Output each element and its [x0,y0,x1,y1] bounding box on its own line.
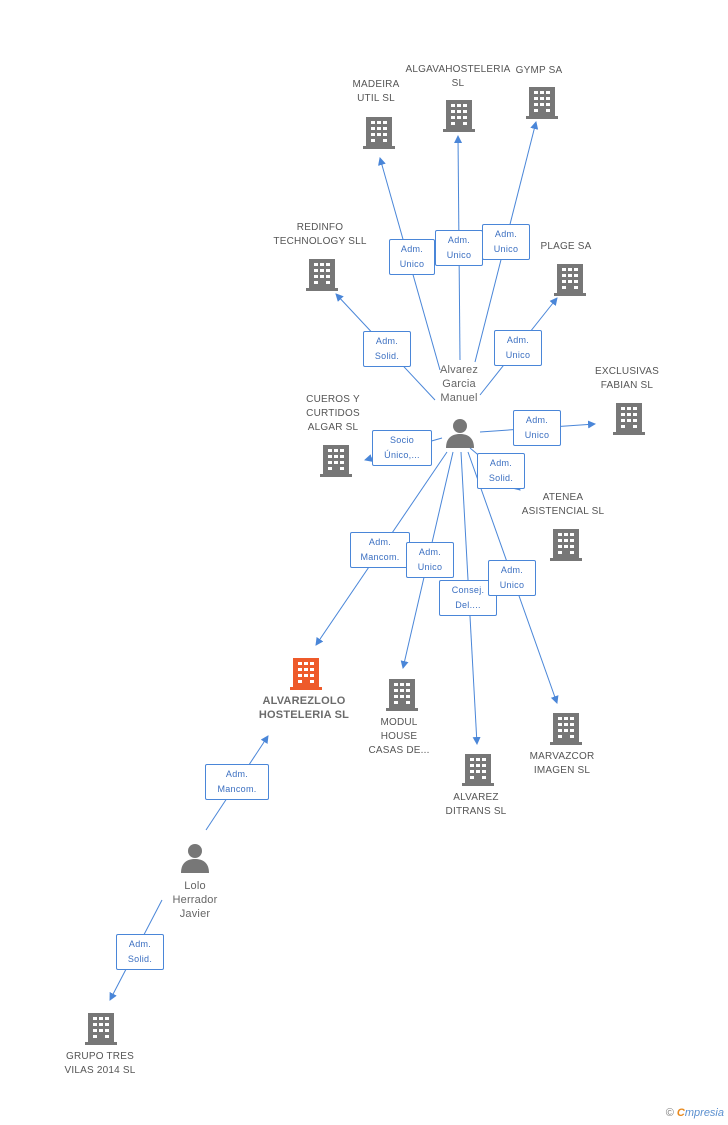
person-icon[interactable] [445,418,475,448]
building-icon[interactable] [462,752,494,786]
copyright-symbol: © [665,1107,674,1119]
company-label-plage[interactable]: PLAGE SA [540,241,592,252]
relation-label-modul[interactable]: Adm. Unico [406,542,454,578]
person-label-alvarez[interactable]: Alvarez Garcia Manuel [439,364,479,404]
relation-label-redinfo[interactable]: Adm. Solid. [363,331,411,367]
building-icon-focus[interactable] [290,656,322,690]
relation-label-plage[interactable]: Adm. Unico [494,330,542,366]
person-label-lolo[interactable]: Lolo Herrador Javier [172,880,218,920]
relation-label-ditrans[interactable]: Consej. Del.... [439,580,497,616]
building-icon[interactable] [550,527,582,561]
relation-label-grupotres[interactable]: Adm. Solid. [116,934,164,970]
company-label-ditrans[interactable]: ALVAREZ DITRANS SL [445,792,507,817]
relation-label-algava[interactable]: Adm. Unico [435,230,483,266]
company-label-gymp[interactable]: GYMP SA [515,65,563,76]
relation-label-exclusivas[interactable]: Adm. Unico [513,410,561,446]
brand-logo-text: mpresia [684,1107,724,1119]
company-label-exclusivas[interactable]: EXCLUSIVAS FABIAN SL [594,366,660,391]
building-icon[interactable] [550,711,582,745]
building-icon[interactable] [85,1011,117,1045]
building-icon[interactable] [386,677,418,711]
person-icon[interactable] [180,843,210,873]
building-icon[interactable] [306,257,338,291]
relation-label-alvarezlolo[interactable]: Adm. Mancom. [350,532,410,568]
building-icon[interactable] [526,85,558,119]
relation-label-marvazcor[interactable]: Adm. Unico [488,560,536,596]
relation-label-madeira[interactable]: Adm. Unico [389,239,435,275]
building-icon[interactable] [443,98,475,132]
company-label-modul[interactable]: MODUL HOUSE CASAS DE... [368,717,430,756]
company-label-algava[interactable]: ALGAVAHOSTELERIA SL [405,64,511,89]
company-label-alvarezlolo[interactable]: ALVAREZLOLO HOSTELERIA SL [258,695,350,721]
company-label-redinfo[interactable]: REDINFO TECHNOLOGY SLL [273,222,367,247]
brand-watermark: © Cmpresia [666,1107,724,1119]
building-icon[interactable] [613,401,645,435]
company-label-atenea[interactable]: ATENEA ASISTENCIAL SL [521,492,605,517]
building-icon[interactable] [363,115,395,149]
company-label-cueros[interactable]: CUEROS Y CURTIDOS ALGAR SL [306,394,360,433]
relation-label-lolo-focus[interactable]: Adm. Mancom. [205,764,269,800]
brand-logo-e: C [676,1107,685,1119]
company-label-madeira[interactable]: MADEIRA UTIL SL [352,79,400,104]
relation-label-gymp[interactable]: Adm. Unico [482,224,530,260]
building-icon[interactable] [554,262,586,296]
building-icon[interactable] [320,443,352,477]
company-label-marvazcor[interactable]: MARVAZCOR IMAGEN SL [529,751,595,776]
relation-label-cueros[interactable]: Socio Único,... [372,430,432,466]
company-label-grupotres[interactable]: GRUPO TRES VILAS 2014 SL [64,1051,136,1076]
relation-label-atenea[interactable]: Adm. Solid. [477,453,525,489]
